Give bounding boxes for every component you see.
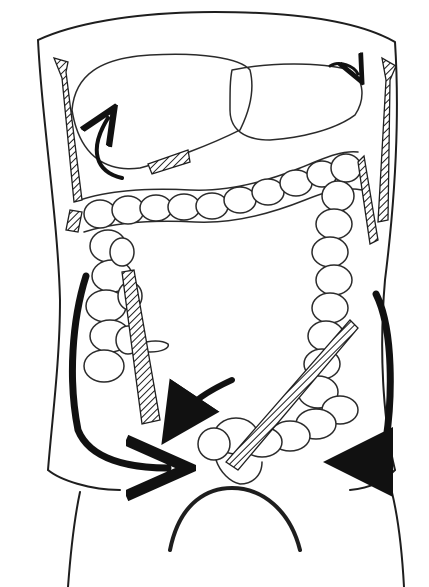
solid-arrow-icon bbox=[97, 118, 122, 178]
leg-left bbox=[68, 492, 80, 587]
pubic-arch bbox=[170, 488, 300, 550]
solid-arrow-icon bbox=[178, 380, 232, 420]
liver-outline bbox=[72, 54, 252, 168]
torso-left-side bbox=[38, 40, 60, 470]
hatched-arrow-icon bbox=[358, 156, 378, 244]
hatched-arrow-icon bbox=[66, 210, 82, 232]
leg-right bbox=[388, 478, 404, 587]
hatched-arrow-icon bbox=[54, 58, 82, 202]
hatched-arrow-icon bbox=[148, 150, 190, 174]
waist-left bbox=[48, 470, 120, 490]
solid-arrow-icon bbox=[358, 294, 390, 462]
